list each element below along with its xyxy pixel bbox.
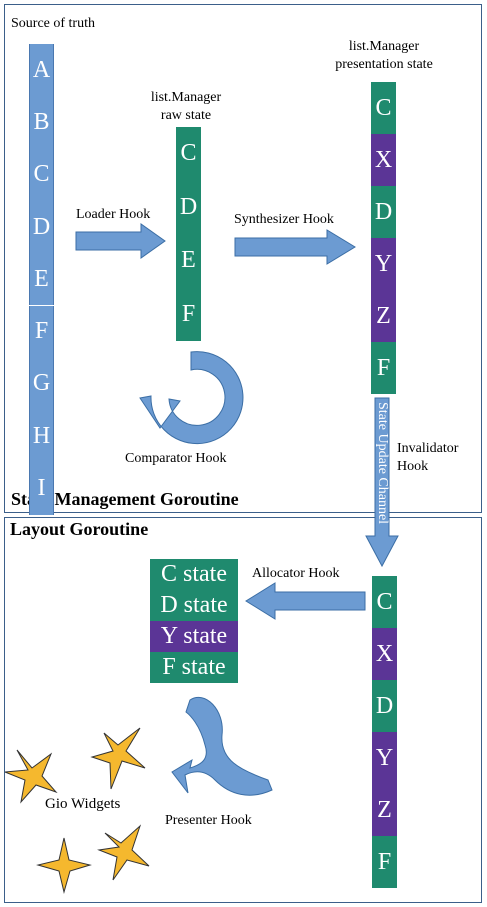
star-icon [4,749,58,804]
source-of-truth-label: Source of truth [11,16,95,31]
presentation-state-cell-x: X [371,134,396,186]
layout-state-y: Y state [150,621,238,652]
star-icon [90,727,146,790]
source-cell-a: A [29,44,54,97]
source-cell-d: D [29,200,54,254]
source-cell-c: C [29,148,54,201]
source-cell-h: H [29,410,54,463]
loader-arrow [75,223,166,259]
layout-state-c: C state [150,559,238,590]
layout-list-cell-x: X [372,628,397,680]
invalidator-hook-label-line1: Invalidator [397,441,459,456]
raw-state-cell-f: F [176,287,201,341]
source-cell-i: I [29,462,54,515]
presenter-hook-label: Presenter Hook [165,813,252,828]
source-cell-e: E [29,253,54,306]
synthesizer-hook-label: Synthesizer Hook [234,212,334,227]
presentation-state-cell-z: Z [371,290,396,342]
presentation-state-cell-f: F [371,342,396,394]
state-update-channel-label: State Update Channel [375,402,390,525]
gio-widget-stars [4,727,150,894]
star-icon [36,837,92,894]
presentation-state-cell-c: C [371,82,396,134]
raw-state-cell-c: C [176,127,201,181]
layout-list-cell-f: F [372,836,397,888]
allocator-arrow [245,582,366,620]
star-icon [97,824,150,881]
layout-list-cell-y: Y [372,732,397,784]
layout-frame [4,517,482,903]
raw-state-cell-d: D [176,180,201,234]
allocator-hook-label: Allocator Hook [252,566,340,581]
raw-state-cell-e: E [176,234,201,288]
source-cell-g: G [29,357,54,411]
comparator-hook-label: Comparator Hook [125,451,227,466]
comparator-loop-arrow [139,351,244,445]
layout-state-d: D state [150,590,238,621]
gio-widgets-label: Gio Widgets [45,796,121,812]
source-cell-f: F [29,305,54,358]
state-management-title: State Management Goroutine [11,489,239,509]
layout-title: Layout Goroutine [10,519,149,539]
raw-state-label-line2: raw state [160,108,212,123]
state-management-frame [4,4,482,513]
presentation-state-label-line2: presentation state [335,57,433,72]
presenter-curved-arrow [171,697,273,796]
presentation-state-cell-d: D [371,186,396,238]
state-update-channel-arrow [365,397,399,568]
layout-list-cell-d: D [372,680,397,732]
presentation-state-cell-y: Y [371,238,396,290]
layout-state-f: F state [150,652,238,683]
source-cell-b: B [29,96,54,149]
synthesizer-arrow [234,229,356,265]
layout-list-cell-z: Z [372,784,397,836]
presentation-state-label-line1: list.Manager [348,39,420,54]
invalidator-hook-label-line2: Hook [397,459,429,474]
layout-list-cell-c: C [372,576,397,628]
loader-hook-label: Loader Hook [76,207,151,222]
raw-state-label-line1: list.Manager [150,90,222,105]
